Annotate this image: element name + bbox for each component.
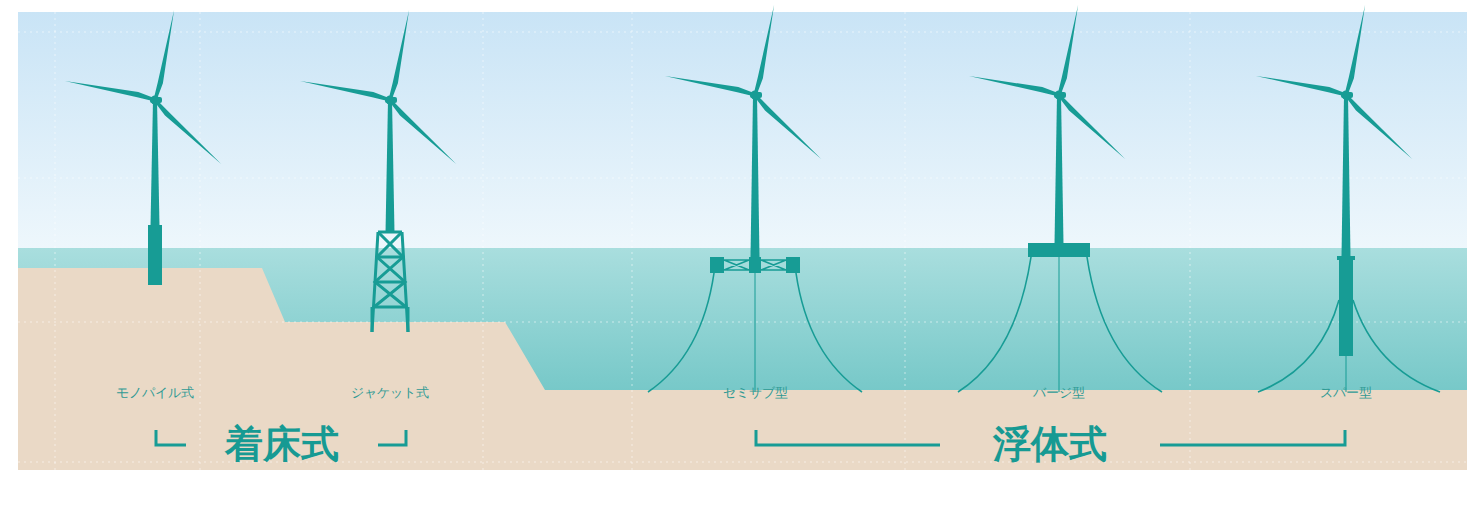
turbine-blade [300, 81, 390, 102]
type-label: バージ型 [1033, 386, 1085, 400]
turbine-blade [154, 99, 221, 164]
wind-turbine [65, 10, 221, 226]
type-label: スパー型 [1320, 386, 1372, 400]
type-label: セミサブ型 [723, 386, 788, 400]
turbine-blade [665, 76, 755, 97]
wind-turbine [665, 5, 821, 258]
seabed [18, 268, 1467, 470]
wind-turbine [300, 10, 456, 233]
turbine-blade [1345, 94, 1412, 159]
turbine-blade [154, 10, 175, 100]
turbine-blade [389, 10, 410, 100]
foundations [148, 225, 1440, 392]
turbine-blade [969, 76, 1059, 97]
nacelle [1341, 92, 1353, 98]
turbine-blade [389, 99, 456, 164]
turbine-blade [754, 5, 775, 95]
turbine-blade [1256, 76, 1346, 97]
wind-turbine [969, 5, 1125, 244]
turbine-blade [1058, 5, 1079, 95]
type-label: モノパイル式 [116, 386, 194, 400]
turbine-blade [754, 94, 821, 159]
sky [18, 12, 1467, 250]
nacelle [1054, 92, 1066, 98]
nacelle [385, 97, 397, 103]
group-label: 着床式 [225, 424, 339, 466]
grid-lines [18, 12, 1467, 470]
wind-turbine [1256, 5, 1412, 257]
turbine-blade [1345, 5, 1366, 95]
group-label: 浮体式 [993, 424, 1107, 466]
nacelle [150, 97, 162, 103]
turbine-blade [65, 81, 155, 102]
type-label: ジャケット式 [351, 386, 429, 400]
turbine-blade [1058, 94, 1125, 159]
nacelle [750, 92, 762, 98]
